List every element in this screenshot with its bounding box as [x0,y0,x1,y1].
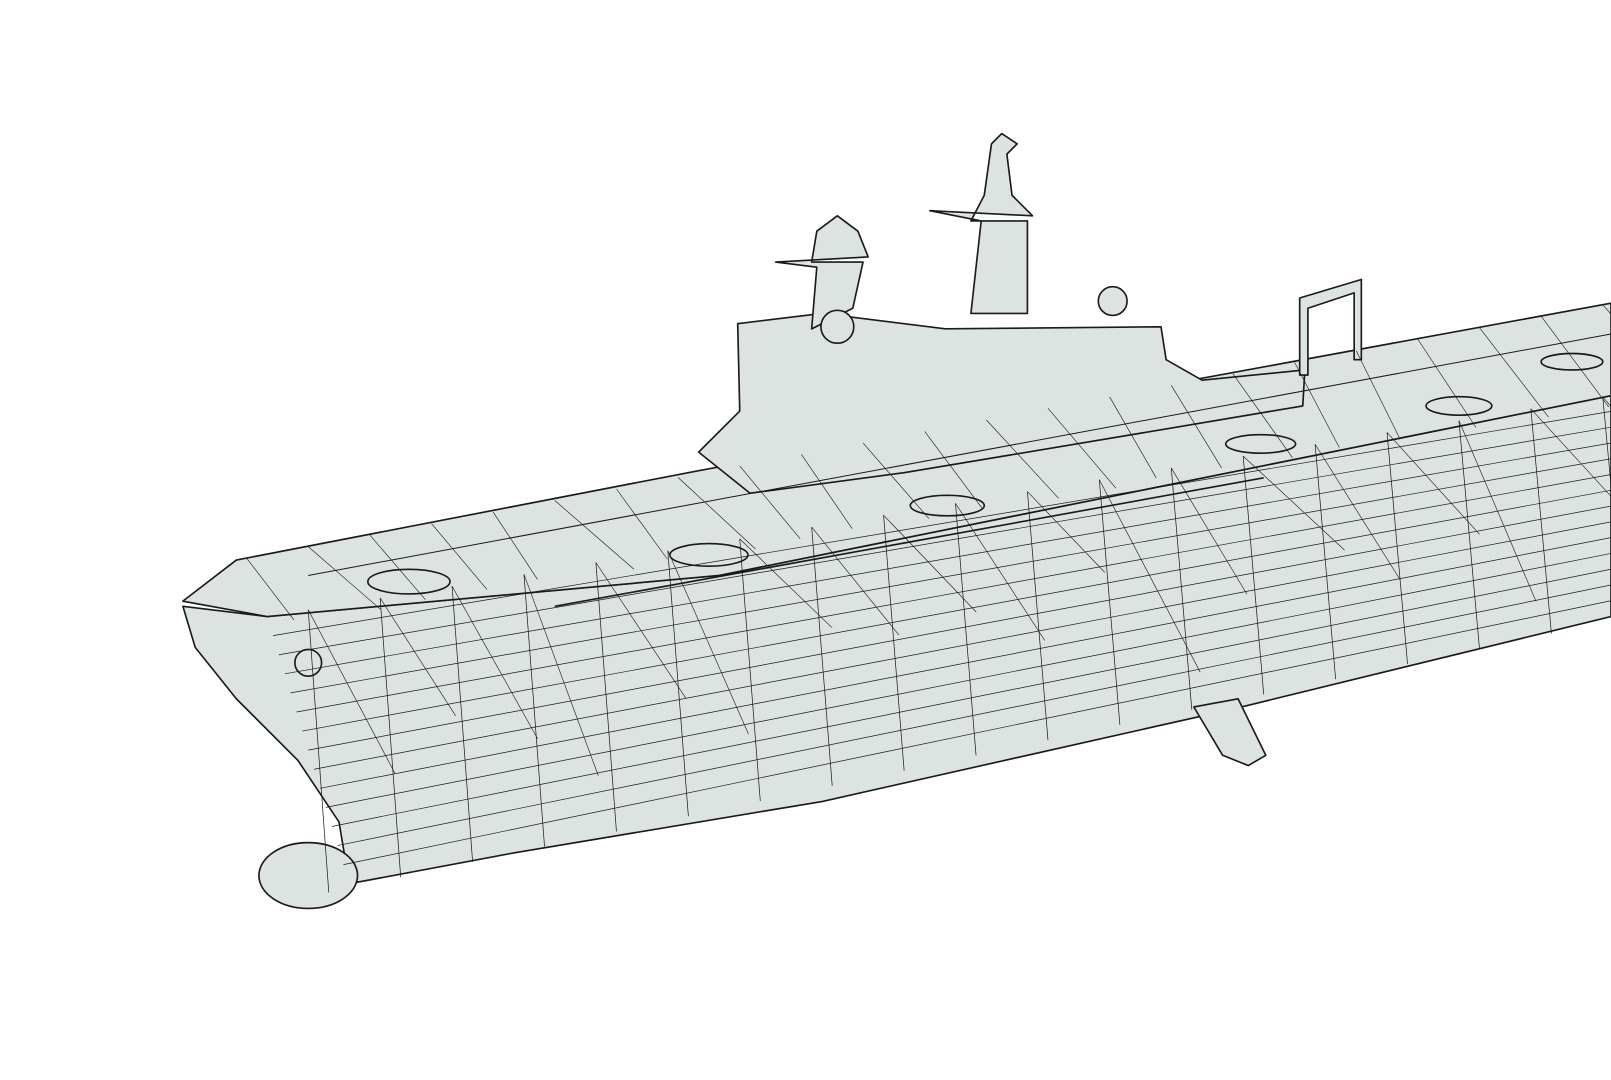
wire-edge [1530,408,1552,634]
wire-edge [308,505,1611,751]
wire-edge [955,503,977,756]
wire-edge [1109,396,1157,479]
wire-edge [1170,385,1222,469]
wire-edge [1170,467,1193,710]
wire-edge [595,562,687,699]
wire-edge [811,527,833,786]
wire-edge [451,586,473,862]
wire-edge [924,431,983,509]
ship-model [182,132,1611,910]
wire-edge [883,515,905,771]
helipad-marking [909,494,986,517]
wire-edge [1294,362,1340,448]
helipad-marking [1224,433,1297,454]
wire-edge [1417,339,1477,428]
wire-edge [883,514,977,613]
wire-edge [1027,491,1049,741]
wire-edge [677,477,756,550]
radar-dome [1097,285,1128,317]
wire-edge [290,458,1611,694]
wire-edge [955,503,1045,641]
wire-edge [1242,456,1265,695]
wire-edge [811,526,900,636]
wireframe-edges [246,304,1611,893]
wire-edge [1242,455,1345,551]
fore-mast [774,214,869,330]
wire-edge [523,574,545,847]
wire-edge [272,411,1611,636]
wire-edge [379,597,402,878]
wire-edge [1314,444,1337,680]
wire-edge [1314,444,1401,580]
wire-edge [554,477,1264,608]
wire-edge [1099,479,1201,673]
wire-edge [246,557,295,621]
wire-edge [523,574,599,776]
wire-edge [1098,479,1121,725]
wire-edge [308,546,382,611]
wire-edge [278,426,1611,656]
wire-edge [739,538,761,802]
wire-edge [667,550,749,735]
bulbous-bow [258,841,359,910]
wire-edge [296,474,1611,713]
wire-edge [319,537,1611,789]
wire-edge [284,442,1611,675]
helipad-marking [1425,395,1493,416]
main-mast [928,132,1034,315]
bow-dome [294,648,323,677]
wire-edge [307,609,396,774]
wire-edge [1232,373,1293,458]
wire-edge [1479,327,1549,418]
wire-edge [325,553,1611,808]
wire-edge [1386,432,1480,535]
wire-edge [1458,420,1480,649]
wire-edge [739,465,801,540]
wire-edge [337,584,1611,846]
wire-edge [307,609,330,893]
wire-edge [308,333,1611,576]
island-superstructure [697,312,1306,495]
wire-edge [1458,420,1537,602]
helipad-marking [366,568,451,595]
wire-edge [431,523,488,590]
wire-edge [595,562,617,832]
wire-edge [1386,432,1408,665]
wire-edge [1355,350,1400,438]
wire-edge [1047,408,1117,489]
wire-edge [1027,491,1105,573]
wire-edge [1540,316,1610,408]
wire-edge [302,489,1611,732]
wire-edge [1170,467,1248,595]
wire-edge [343,600,1611,865]
wire-edge [369,534,426,600]
stabilizer-fin [1193,697,1267,767]
wire-edge [379,597,456,716]
wire-edge [314,521,1611,770]
wire-edge [667,550,689,817]
wire-edge [1602,396,1611,490]
wire-edge [451,586,538,739]
deck-crane [1298,278,1363,376]
wire-edge [492,511,538,580]
radar-dome [820,309,855,345]
wire-edge [616,488,668,560]
helipad-marking [1540,352,1604,371]
wire-edge [1530,408,1611,497]
wire-edge [986,419,1059,499]
wire-edge [739,538,833,628]
wire-edge [554,500,635,570]
wire-edge [801,454,853,529]
wire-edge [862,442,930,519]
